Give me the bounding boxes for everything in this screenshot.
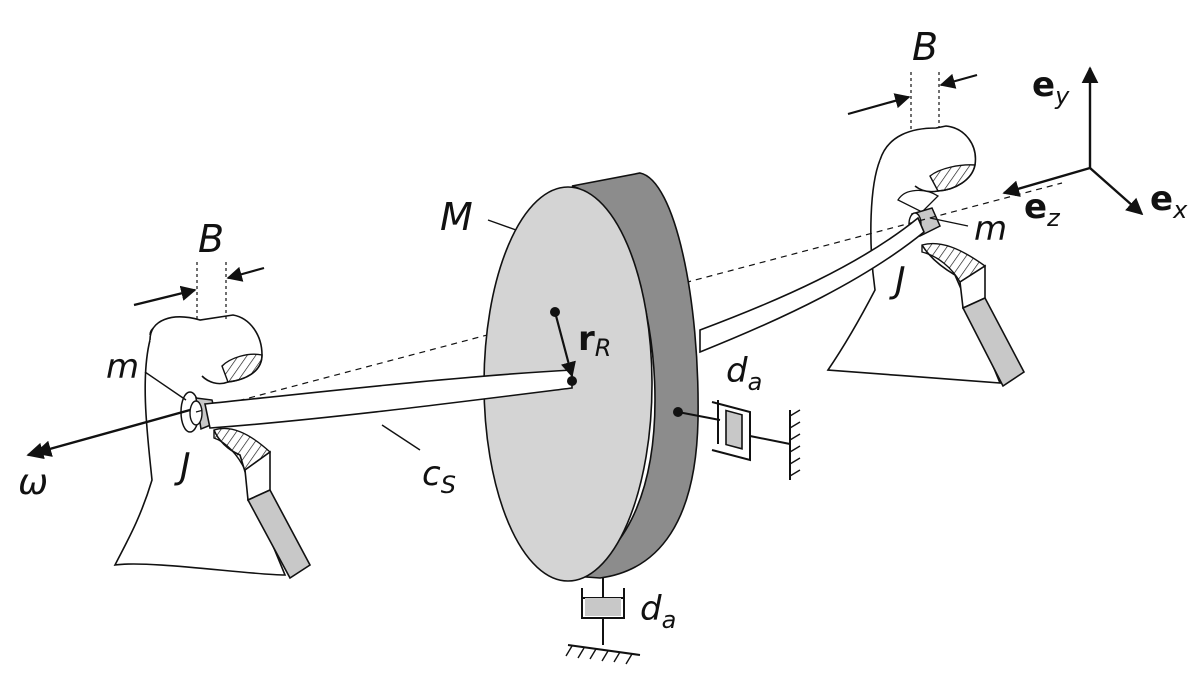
label-bearing-mass-left: m (106, 347, 139, 387)
label-damping-right: da (726, 351, 762, 396)
damper-bottom (565, 578, 641, 665)
shaft-left-segment (204, 369, 573, 429)
label-width-left: B (198, 217, 224, 261)
label-radius-vector: rR (578, 319, 611, 362)
label-axis-z: ez (1024, 187, 1061, 232)
radius-vector-arrow (553, 311, 576, 378)
width-dimension-right (847, 72, 978, 130)
angular-velocity-arrow (26, 408, 191, 460)
shaft-center-point (567, 376, 577, 386)
disk-center-point (550, 307, 560, 317)
label-shaft-stiffness: cS (422, 454, 456, 499)
label-mass-rotor: M (440, 195, 473, 239)
leader-bearing-mass-right (929, 217, 969, 227)
right-bearing-pedestal (826, 125, 1026, 388)
label-bearing-mass-right: m (974, 209, 1007, 249)
label-damping-bottom: da (640, 589, 676, 634)
shaft-right-segment (699, 216, 925, 354)
label-angular-velocity: ω (18, 462, 48, 503)
width-dimension-left (133, 262, 265, 322)
left-bearing-pedestal (113, 314, 312, 580)
leader-shaft-stiffness (381, 424, 421, 451)
damper-right (673, 400, 801, 480)
coordinate-system (1002, 66, 1144, 216)
label-axis-x: ex (1150, 179, 1188, 224)
leader-bearing-mass-left (144, 371, 187, 401)
label-axis-y: ey (1032, 65, 1070, 110)
leader-mass-rotor (487, 219, 517, 231)
label-width-right: B (912, 25, 938, 69)
